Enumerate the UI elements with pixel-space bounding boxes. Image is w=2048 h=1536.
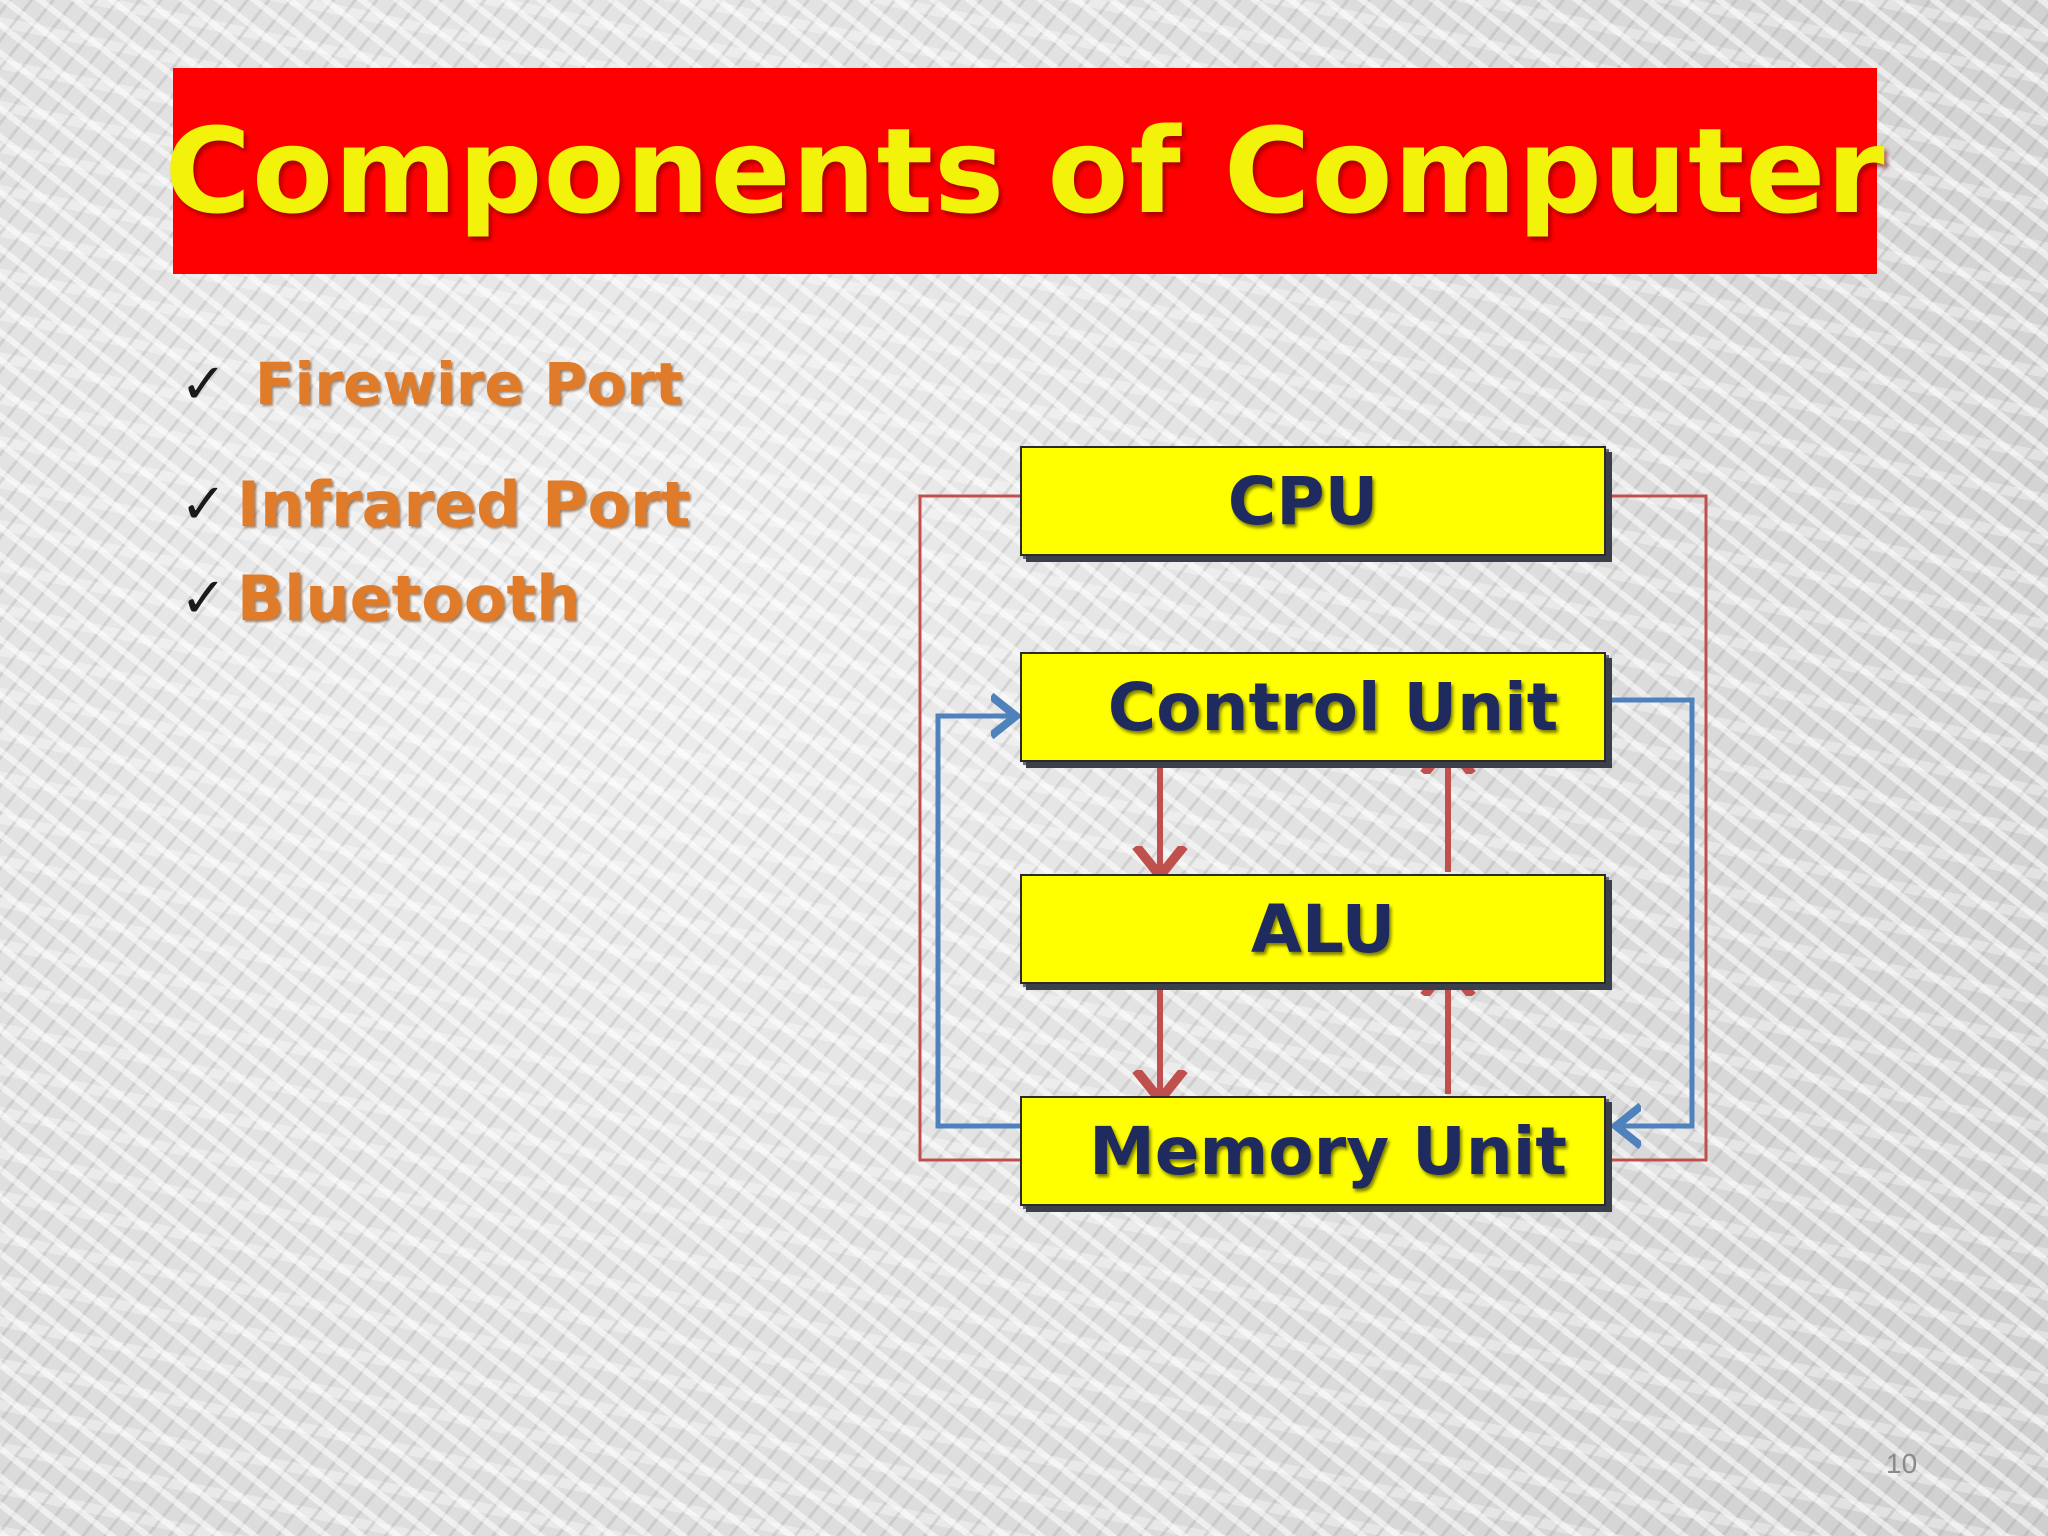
control-unit-label: Control Unit bbox=[1107, 668, 1559, 746]
bullet-bluetooth: ✓ Bluetooth bbox=[180, 562, 580, 635]
outer-bracket-left bbox=[918, 494, 1022, 1162]
alu-box: ALU bbox=[1020, 874, 1606, 984]
bullet-label: Firewire Port bbox=[254, 350, 683, 418]
cpu-box: CPU bbox=[1020, 446, 1606, 556]
control-unit-box: Control Unit bbox=[1020, 652, 1606, 762]
control-to-memory-arrow bbox=[1606, 697, 1695, 1126]
slide-title: Components of Computer bbox=[164, 102, 1886, 240]
bullet-infrared-port: ✓ Infrared Port bbox=[180, 468, 690, 541]
memory-unit-box: Memory Unit bbox=[1020, 1096, 1606, 1206]
cpu-label: CPU bbox=[1227, 462, 1379, 540]
memory-to-control-arrow bbox=[935, 716, 1022, 1129]
bullet-firewire-port: ✓ Firewire Port bbox=[180, 350, 683, 418]
checkmark-icon: ✓ bbox=[180, 472, 227, 537]
bullet-label: Infrared Port bbox=[236, 468, 691, 541]
checkmark-icon: ✓ bbox=[180, 566, 227, 631]
outer-bracket-right bbox=[1590, 494, 1708, 1162]
title-banner: Components of Computer bbox=[164, 68, 1885, 274]
bullet-label: Bluetooth bbox=[236, 562, 581, 635]
checkmark-icon: ✓ bbox=[180, 351, 227, 417]
page-number: 10 bbox=[1886, 1448, 1918, 1479]
memory-unit-label: Memory Unit bbox=[1089, 1112, 1567, 1190]
alu-label: ALU bbox=[1250, 890, 1396, 968]
